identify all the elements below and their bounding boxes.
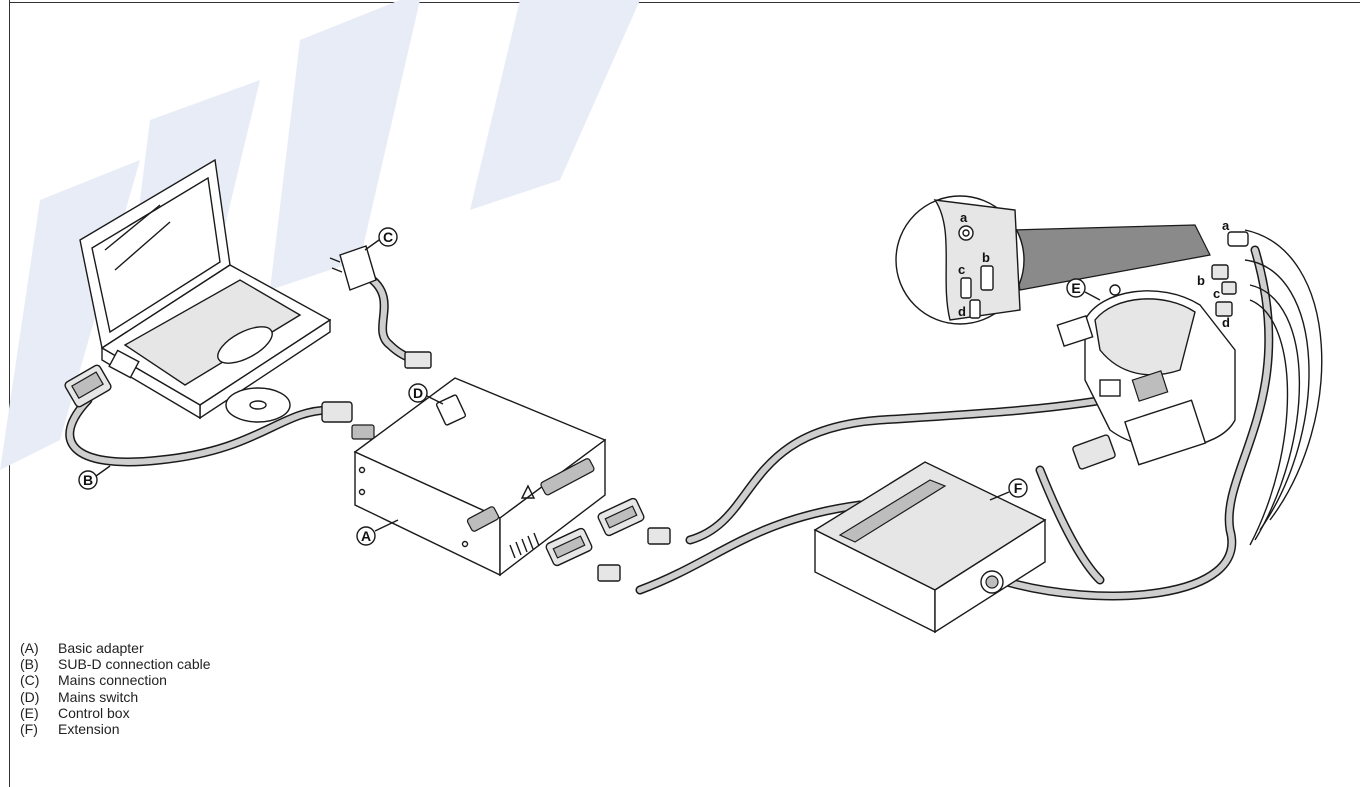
cables — [65, 229, 1323, 601]
callout-E: E — [1066, 278, 1101, 301]
control-box — [1056, 284, 1236, 470]
sensor-plugs — [1211, 231, 1249, 317]
mains-plug — [329, 245, 432, 369]
connection-diagram: a b c d a b c d A B C D E F — [0, 0, 1323, 634]
svg-text:F: F — [1014, 480, 1023, 496]
detail-label-b: b — [982, 250, 990, 265]
subd-plugs-front — [545, 497, 671, 582]
detail-label-d: d — [958, 304, 966, 319]
legend-row: (F) Extension — [20, 721, 211, 737]
legend-key: (C) — [20, 672, 40, 689]
callout-D: D — [408, 383, 444, 405]
subd-connector-adapter — [321, 401, 375, 440]
legend-key: (B) — [20, 656, 39, 673]
legend-row: (D) Mains switch — [20, 689, 211, 705]
svg-text:B: B — [83, 472, 93, 488]
legend-key: (F) — [20, 721, 38, 738]
subd-connector-laptop — [64, 364, 112, 408]
legend-key: (A) — [20, 640, 39, 656]
callout-A: A — [356, 519, 399, 546]
legend-label: Control box — [58, 704, 130, 721]
detail-label-c: c — [958, 262, 965, 277]
plug-label-b: b — [1197, 273, 1205, 288]
frame-left-border — [9, 0, 10, 787]
legend-row: (C) Mains connection — [20, 672, 211, 688]
laptop — [79, 158, 332, 420]
plug-label-a: a — [1222, 218, 1230, 233]
frame-top-border — [9, 2, 1360, 3]
callout-B: B — [78, 465, 111, 490]
svg-text:E: E — [1071, 280, 1080, 296]
legend-label: SUB-D connection cable — [58, 656, 211, 673]
legend-label: Basic adapter — [58, 640, 144, 656]
legend: (A) Basic adapter (B) SUB-D connection c… — [20, 640, 211, 737]
legend-row: (E) Control box — [20, 705, 211, 721]
basic-adapter — [353, 377, 607, 577]
software-disc — [225, 387, 291, 423]
legend-row: (B) SUB-D connection cable — [20, 656, 211, 672]
legend-key: (D) — [20, 688, 40, 705]
detail-magnifier — [895, 195, 1211, 325]
callout-C: C — [364, 227, 398, 251]
callout-F: F — [989, 478, 1028, 501]
svg-text:D: D — [413, 385, 423, 401]
extension-box — [813, 461, 1047, 634]
plug-label-d: d — [1222, 315, 1230, 330]
legend-label: Mains switch — [58, 688, 139, 705]
detail-label-a: a — [960, 210, 968, 225]
legend-label: Extension — [58, 721, 120, 738]
legend-row: (A) Basic adapter — [20, 640, 211, 656]
svg-text:C: C — [383, 229, 393, 245]
legend-label: Mains connection — [58, 672, 167, 689]
plug-label-c: c — [1213, 286, 1220, 301]
legend-key: (E) — [20, 704, 39, 721]
mains-switch — [435, 394, 467, 426]
svg-text:A: A — [361, 528, 371, 544]
